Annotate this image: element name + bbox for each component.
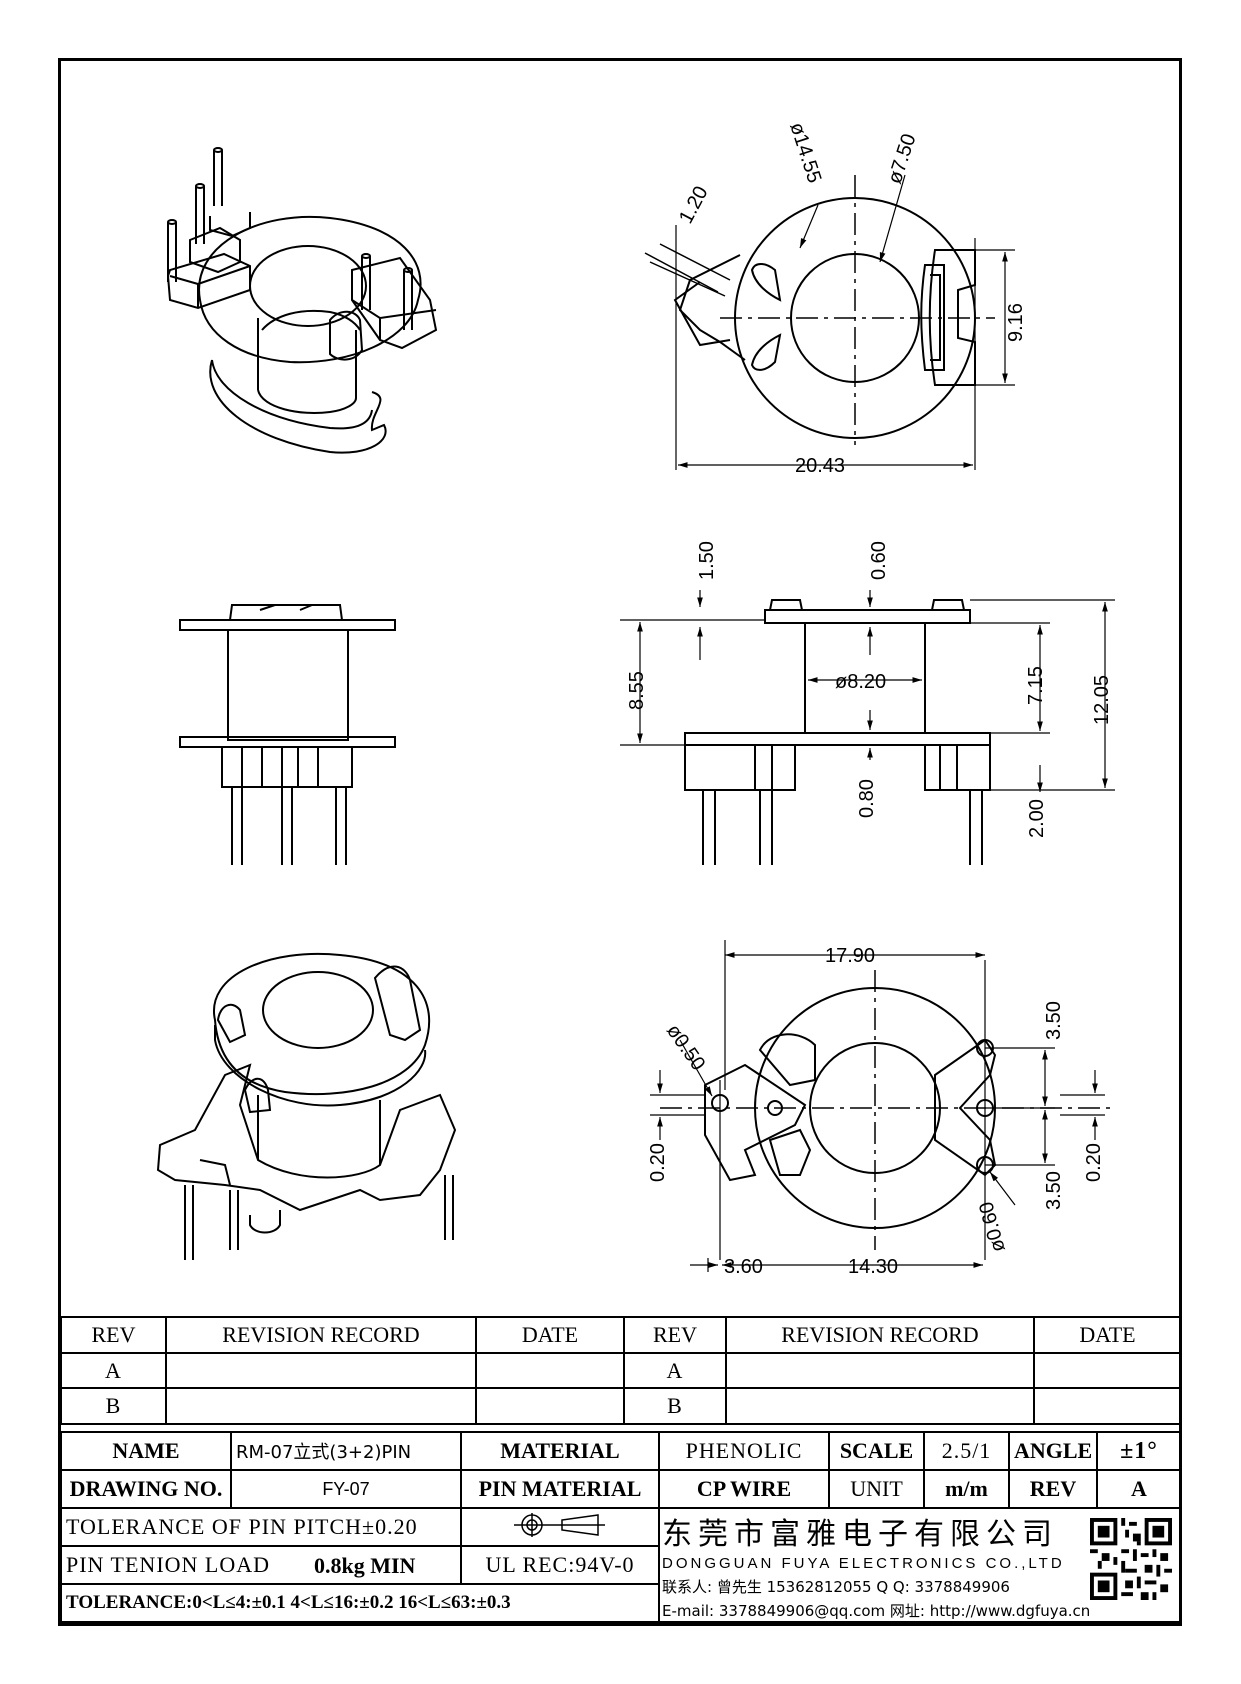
dim-offset-right: 0.20	[1083, 1143, 1105, 1182]
company-name-cn: 东莞市富雅电子有限公司	[662, 1517, 1058, 1552]
qr-code-icon	[1090, 1518, 1172, 1600]
dim-span-left: 3.60	[724, 1256, 763, 1278]
dim-flange-thk: 0.60	[868, 541, 890, 580]
rev-b-date-right	[1033, 1387, 1182, 1425]
name-value: RM-07立式(3+2)PIN	[230, 1431, 462, 1471]
pin-tension-label: PIN TENION LOAD	[66, 1552, 271, 1577]
side-view-right	[620, 590, 1115, 865]
drawing-no-label: DRAWING NO.	[60, 1469, 232, 1509]
rev-b-date-left	[475, 1387, 625, 1425]
angle-label: ANGLE	[1008, 1431, 1098, 1471]
rev-a-left: A	[60, 1352, 167, 1389]
material-label: MATERIAL	[460, 1431, 660, 1471]
top-view	[644, 174, 1015, 470]
dim-width: 20.43	[795, 455, 845, 477]
scale-value: 2.5/1	[923, 1431, 1010, 1471]
dim-h-tube: 7.15	[1025, 666, 1047, 705]
rev-header-right: REV	[623, 1316, 727, 1354]
dim-h-total: 12.05	[1091, 675, 1113, 725]
dim-flange-top: 1.50	[696, 541, 718, 580]
rev-b-right: B	[623, 1387, 727, 1425]
name-label: NAME	[60, 1431, 232, 1471]
rev-a-right: A	[623, 1352, 727, 1389]
dim-pin-small: ø0.50	[662, 1020, 709, 1075]
tolerance-general: TOLERANCE:0<L≤4:±0.1 4<L≤16:±0.2 16<L≤63…	[60, 1583, 660, 1623]
projection-symbol-cell	[460, 1507, 660, 1547]
pin-tension-value: 0.8kg MIN	[314, 1553, 416, 1578]
projection-symbol-icon	[514, 1512, 605, 1537]
unit-value: m/m	[923, 1469, 1010, 1509]
dim-d-tube: ø8.20	[835, 671, 886, 693]
rev-label: REV	[1008, 1469, 1098, 1509]
pin-material-label: PIN MATERIAL	[460, 1469, 660, 1509]
rev-a-record-left	[165, 1352, 477, 1389]
date-header-left: DATE	[475, 1316, 625, 1354]
dim-pin-large: ø0.60	[975, 1199, 1009, 1254]
dim-span-right: 14.30	[848, 1256, 898, 1278]
bottom-view	[650, 940, 1110, 1272]
company-contact: 联系人: 曾先生 15362812055 Q Q: 3378849906	[662, 1578, 1010, 1596]
rev-a-date-left	[475, 1352, 625, 1389]
company-name-en: DONGGUAN FUYA ELECTRONICS CO.,LTD	[662, 1555, 1065, 1572]
rev-a-record-right	[725, 1352, 1035, 1389]
date-header-right: DATE	[1033, 1316, 1182, 1354]
drawing-frame	[58, 58, 1182, 1626]
dim-offset-left: 0.20	[647, 1143, 669, 1182]
dim-pitch-bottom: 3.50	[1043, 1171, 1065, 1210]
pin-tension-cell: PIN TENION LOAD 0.8kg MIN	[60, 1545, 462, 1585]
rev-b-left: B	[60, 1387, 167, 1425]
scale-label: SCALE	[828, 1431, 925, 1471]
iso-view-top	[166, 147, 438, 454]
dim-base-gap: 0.80	[856, 779, 878, 818]
dim-pin-base: 2.00	[1026, 799, 1048, 838]
dim-bottom-width: 17.90	[825, 945, 875, 967]
record-header-right: REVISION RECORD	[725, 1316, 1035, 1354]
iso-view-bottom	[156, 953, 457, 1260]
dim-d-outer: ø14.55	[785, 120, 825, 186]
rev-a-date-right	[1033, 1352, 1182, 1389]
side-view-left	[179, 604, 396, 865]
revision-table: REV REVISION RECORD DATE REV REVISION RE…	[60, 1316, 1182, 1425]
tolerance-pitch: TOLERANCE OF PIN PITCH±0.20	[60, 1507, 462, 1547]
company-info: 东莞市富雅电子有限公司 DONGGUAN FUYA ELECTRONICS CO…	[662, 1515, 1104, 1627]
record-header-left: REVISION RECORD	[165, 1316, 477, 1354]
dim-pitch-top: 3.50	[1043, 1001, 1065, 1040]
drawing-no-value: FY-07	[230, 1469, 462, 1509]
company-email-web: E-mail: 3378849906@qq.com 网址: http://www…	[662, 1602, 1091, 1620]
dim-h-left: 8.55	[626, 671, 648, 710]
title-block: NAME RM-07立式(3+2)PIN MATERIAL PHENOLIC S…	[60, 1431, 1182, 1623]
dim-d-inner: ø7.50	[884, 131, 921, 186]
dim-height: 9.16	[1005, 303, 1027, 342]
rev-b-record-left	[165, 1387, 477, 1425]
dim-thickness: 1.20	[675, 183, 713, 228]
angle-value: ±1°	[1096, 1431, 1182, 1471]
material-value: PHENOLIC	[658, 1431, 830, 1471]
unit-label: UNIT	[828, 1469, 925, 1509]
rev-b-record-right	[725, 1387, 1035, 1425]
rev-header-left: REV	[60, 1316, 167, 1354]
ul-rec: UL REC:94V-0	[460, 1545, 660, 1585]
pin-material-value: CP WIRE	[658, 1469, 830, 1509]
technical-drawing: ø14.55 ø7.50 1.20 9.16 20.43 1.50 0.60 ø…	[156, 120, 1115, 1278]
rev-value: A	[1096, 1469, 1182, 1509]
